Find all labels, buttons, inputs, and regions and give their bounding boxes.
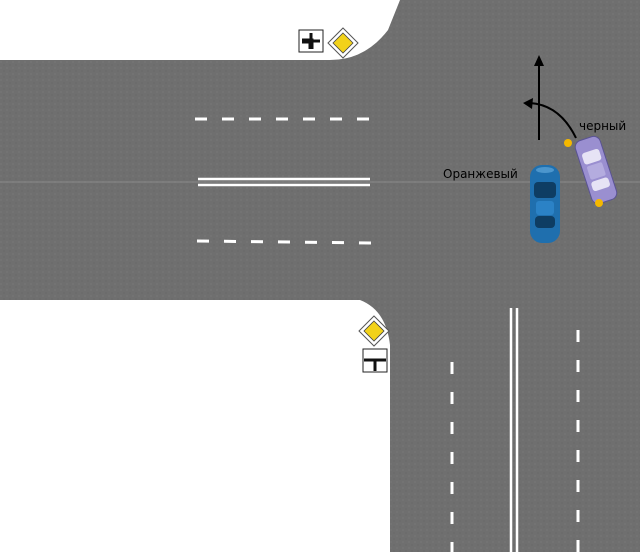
black-car-label: черный	[579, 119, 627, 133]
turn-signal-icon	[564, 139, 603, 207]
intersection-shape-plate-icon	[298, 29, 324, 53]
top-signs	[298, 27, 359, 59]
priority-road-sign-icon	[327, 27, 359, 59]
main-road	[0, 0, 640, 300]
left-turn-arrow-icon	[529, 102, 577, 139]
side-road	[360, 300, 640, 552]
orange-car-label: Оранжевый	[443, 167, 518, 181]
purple-car	[574, 135, 618, 205]
blue-car	[530, 165, 560, 243]
arrows	[523, 55, 577, 140]
priority-road-sign-icon	[358, 315, 390, 347]
intersection-shape-plate-icon	[362, 348, 388, 373]
dashed-line-lower	[196, 239, 376, 245]
bottom-signs	[358, 315, 390, 373]
